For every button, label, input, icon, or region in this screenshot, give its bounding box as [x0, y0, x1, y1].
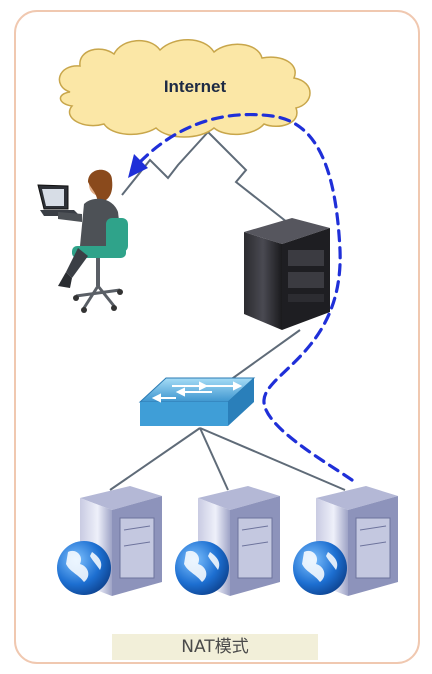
gateway-to-switch-link [225, 329, 301, 384]
internet-label: Internet [164, 77, 227, 96]
network-links [109, 131, 346, 491]
web-server-icon [175, 486, 280, 596]
network-switch-icon [138, 377, 256, 426]
nat-traffic-flow-arrow [128, 112, 354, 482]
internet-cloud-icon [58, 39, 311, 138]
switch-to-server1-link [109, 427, 201, 491]
internet-to-user-link [121, 131, 209, 196]
gateway-server-icon [244, 218, 330, 330]
web-server-icon [293, 486, 398, 596]
switch-to-server2-link [199, 427, 229, 491]
user-at-laptop-icon [37, 169, 128, 313]
web-server-icon [57, 486, 162, 596]
internet-to-gateway-link [207, 131, 293, 227]
diagram-caption: NAT模式 [112, 634, 318, 660]
switch-to-server3-link [199, 427, 346, 491]
